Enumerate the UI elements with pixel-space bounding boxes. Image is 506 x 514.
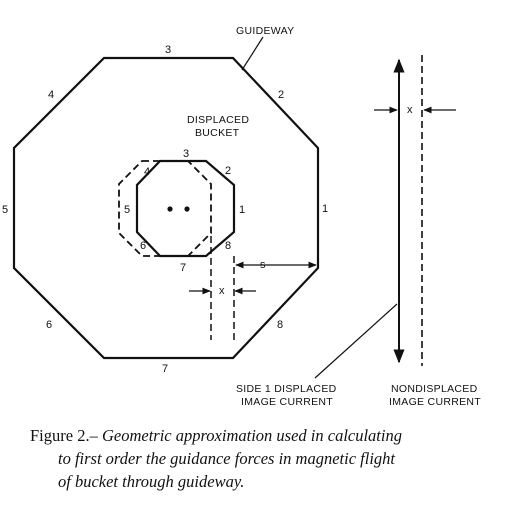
displaced-bucket-label-line2: BUCKET	[195, 127, 240, 139]
displaced-bucket-label-line1: DISPLACED	[187, 114, 249, 126]
guideway-octagon	[12, 56, 320, 360]
bucket-side-1: 1	[239, 204, 245, 216]
bucket-side-6: 6	[140, 240, 146, 252]
caption-lead: Figure 2.–	[30, 426, 98, 445]
bucket-side-2: 2	[225, 165, 231, 177]
displaced-bucket-octagon	[135, 159, 236, 258]
guideway-side-6: 6	[46, 319, 52, 331]
bucket-side-7: 7	[180, 262, 186, 274]
x-upper-label: x	[407, 104, 413, 116]
side1-leader	[314, 303, 398, 379]
guideway-label: GUIDEWAY	[236, 25, 294, 37]
bucket-side-4: 4	[144, 166, 150, 178]
guideway-side-3: 3	[165, 44, 171, 56]
bucket-side-8: 8	[225, 240, 231, 252]
nondisplaced-bucket-octagon	[118, 160, 212, 257]
figure-caption: Figure 2.– Geometric approximation used …	[30, 424, 500, 493]
nondisplaced-label-line1: NONDISPLACED	[391, 383, 478, 395]
guideway-side-5: 5	[2, 204, 8, 216]
guideway-side-2: 2	[278, 89, 284, 101]
bucket-dot-right	[184, 206, 190, 212]
guideway-side-8: 8	[277, 319, 283, 331]
side1-label-line2: IMAGE CURRENT	[241, 396, 333, 408]
bucket-side-3: 3	[183, 148, 189, 160]
bucket-side-5: 5	[124, 204, 130, 216]
nondisplaced-label-line2: IMAGE CURRENT	[389, 396, 481, 408]
guideway-side-1: 1	[322, 203, 328, 215]
s-label: s	[260, 259, 266, 271]
guideway-side-7: 7	[162, 363, 168, 375]
x-lower-label: x	[219, 285, 225, 297]
caption-line1: Geometric approximation used in calculat…	[97, 426, 402, 445]
caption-line2: to first order the guidance forces in ma…	[58, 449, 395, 468]
side1-label-line1: SIDE 1 DISPLACED	[236, 383, 337, 395]
guideway-leader	[241, 36, 264, 71]
guideway-side-4: 4	[48, 89, 54, 101]
bucket-dot-left	[167, 206, 173, 212]
caption-line3: of bucket through guideway.	[58, 472, 245, 491]
